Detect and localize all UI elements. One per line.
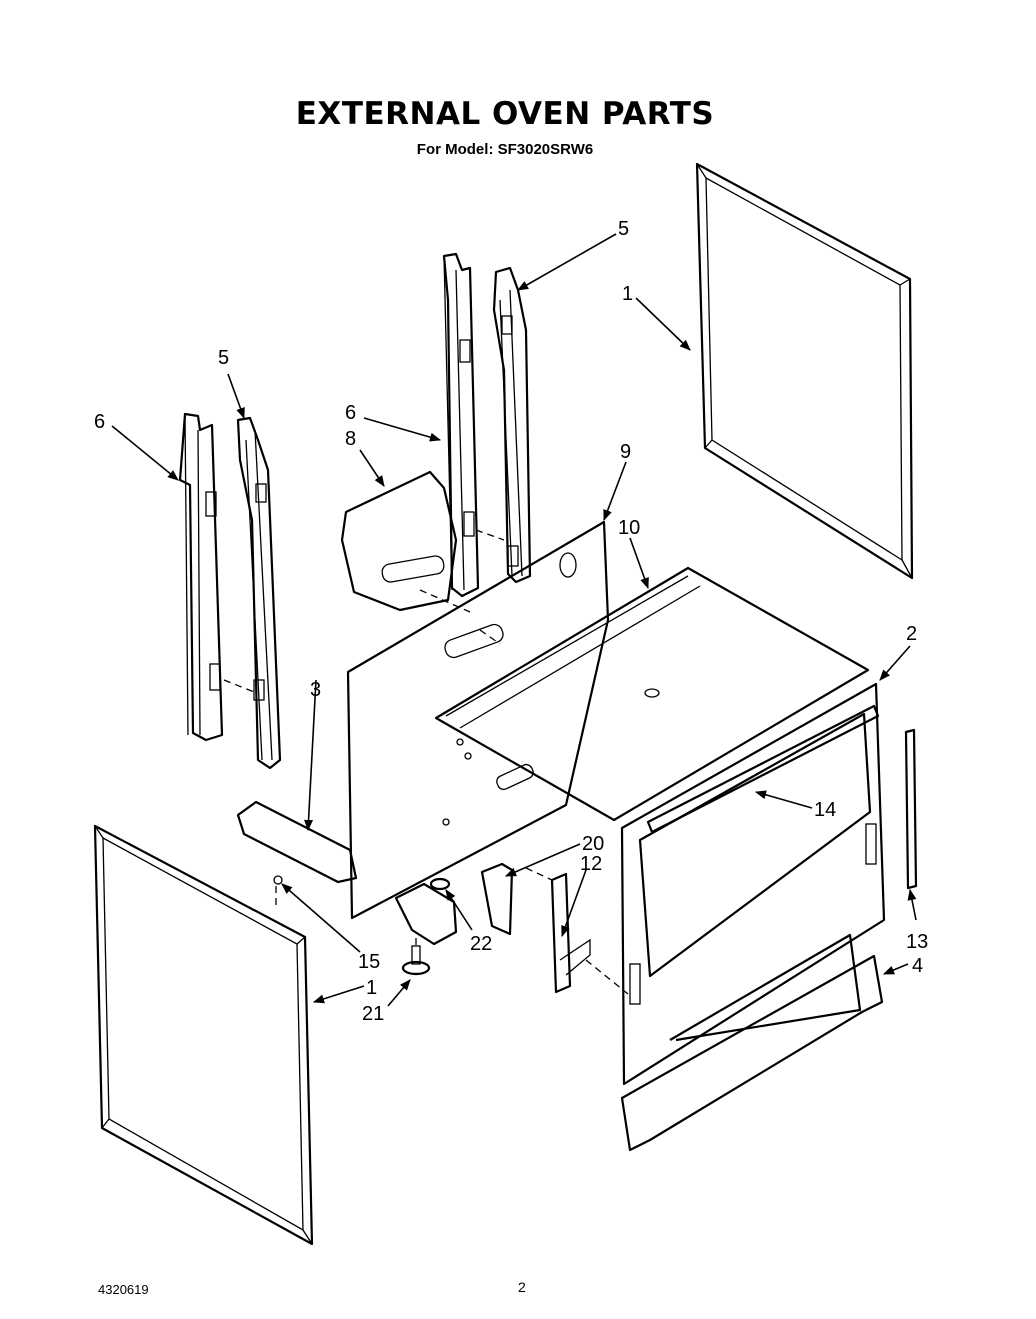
bracket-20 [480, 862, 514, 936]
fastener-22 [429, 877, 451, 891]
callout-20: 20 [582, 833, 604, 855]
bracket-8 [340, 470, 458, 612]
callout-21: 21 [362, 1003, 384, 1025]
callout-8: 8 [345, 428, 356, 450]
callout-3: 3 [310, 679, 321, 701]
leg-assembly [394, 882, 458, 946]
side-panel-right [695, 162, 914, 580]
front-frame-2 [620, 682, 886, 1086]
callout-6-left: 6 [94, 411, 105, 433]
callout-4: 4 [912, 955, 923, 977]
callout-2: 2 [906, 623, 917, 645]
top-panel-10 [434, 566, 870, 822]
model-subtitle: For Model: SF3020SRW6 [416, 141, 594, 158]
strip-13 [904, 728, 918, 890]
crossbar-14 [646, 704, 880, 834]
callout-12: 12 [580, 853, 602, 875]
callout-5-top: 5 [618, 218, 629, 240]
callout-5-left: 5 [218, 347, 229, 369]
rail-center-5 [492, 266, 532, 584]
callout-1-top: 1 [622, 283, 633, 305]
bracket-12 [550, 872, 572, 994]
page-number: 2 [518, 1279, 526, 1295]
bracket-3 [236, 800, 358, 884]
leveling-leg-21 [401, 945, 431, 976]
callout-10: 10 [618, 517, 640, 539]
callout-14: 14 [814, 799, 836, 821]
side-panel-left [93, 824, 314, 1246]
callout-6-center: 6 [345, 402, 356, 424]
document-number: 4320619 [98, 1282, 149, 1297]
screw-15 [273, 875, 283, 885]
bottom-rail-4 [620, 954, 884, 1152]
page-title: EXTERNAL OVEN PARTS [295, 96, 715, 132]
callout-1-bottom: 1 [366, 977, 377, 999]
rail-center-6 [442, 252, 480, 598]
back-panel-9 [346, 520, 610, 920]
callout-9: 9 [620, 441, 631, 463]
rail-left-6 [178, 412, 224, 742]
callout-15: 15 [358, 951, 380, 973]
callout-13: 13 [906, 931, 928, 953]
callout-22: 22 [470, 933, 492, 955]
rail-left-5 [236, 416, 282, 770]
